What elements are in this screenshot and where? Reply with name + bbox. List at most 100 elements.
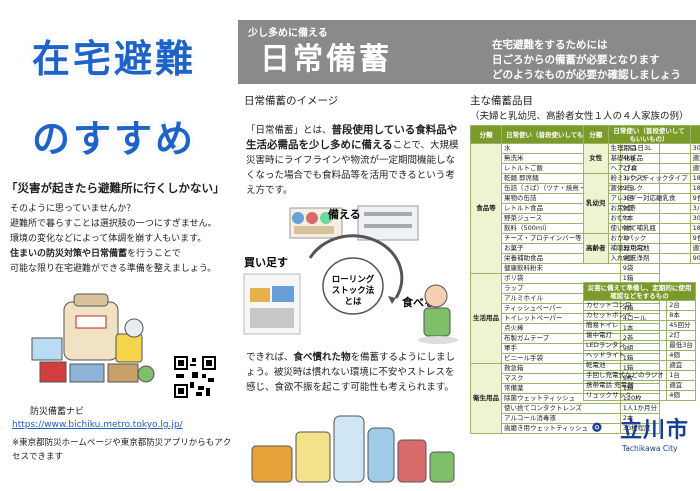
item-cell: おかゆ (607, 233, 691, 244)
item-cell: 生理用品 (607, 143, 691, 154)
table-row: 乳幼児粉ミルクスティックタイプ18食 (583, 173, 700, 234)
item-cell: カセットボンベ (582, 310, 668, 321)
definition-emphasis: 普段使用している食料品や生活必需品を少し多めに備える (246, 124, 458, 151)
table-header-cell: 分類 (470, 125, 502, 144)
item-cell: 補聴器用電池 (607, 243, 691, 254)
quote-heading: 「災害が起きたら避難所に行くしかない」 (6, 181, 225, 195)
quantity-cell: 8本 (666, 310, 696, 321)
main-title-line1: 在宅避難 (31, 37, 196, 81)
category-cell: 生活用品 (470, 273, 502, 364)
familiar-food-advice: できれば、食べ慣れた物を備蓄するようにしましょう。被災時は慣れない環境に不安やス… (246, 350, 462, 395)
quantity-cell: 45回分 (666, 320, 696, 331)
intro-line: 環境の変化などによって体調を崩す人もいます。 (10, 234, 207, 244)
definition-b: ことで、大規模災害時にライフラインや物流が一定期間機能しなくなった場合でも食料品… (246, 140, 459, 196)
item-cell: LEDランタン (582, 340, 668, 351)
header-title: 日常備蓄 (260, 42, 392, 77)
header-message-line: どのようなものが必要か確認しましょう (492, 69, 681, 81)
rolling-stock-cycle-diagram: ローリング ストック法 とは 備える 買い足す 食べる (243, 205, 458, 344)
bichiku-navi-label: 防災備蓄ナビ (30, 407, 85, 417)
intro-em-joiner: や (82, 249, 92, 259)
quantity-cell: 適宜 (689, 153, 700, 164)
header-banner: 少し多めに備える 日常備蓄 在宅避難をするためには 日ごろからの備蓄が必要となり… (238, 20, 696, 84)
quantity-cell: 9食 (689, 193, 700, 204)
quantity-cell: 30個 (689, 213, 700, 224)
item-cell: カセットコンロ (582, 300, 668, 311)
quantity-cell: 1台 (666, 370, 696, 381)
item-cell: 入れ歯洗浄剤 (607, 253, 691, 264)
quantity-cell: 30個セット (689, 143, 700, 154)
item-cell: 使い捨て哺乳瓶 (607, 223, 691, 234)
advice-a: できれば、 (246, 352, 294, 363)
main-title-line2: のすすめ (31, 117, 196, 161)
item-cell: 手回し充電式などのラジオ (582, 370, 668, 381)
category-cell: 高齢者 (583, 233, 609, 264)
table-header-cell: 分類 (583, 125, 609, 144)
table-row: 入れ歯洗浄剤90錠 (584, 253, 700, 264)
table-header-row: 災害に備えて準備し、定期的に使用確認などをするもの (583, 282, 696, 301)
quantity-cell: 適宜 (689, 243, 700, 254)
item-cell: 簡易トイレ (582, 320, 668, 331)
cycle-center-mid: ストック法 (332, 285, 375, 296)
table-row: 携帯電話 充電器適宜 (582, 380, 696, 391)
table-row: 乾電池適宜 (582, 360, 696, 371)
emergency-supplies-illustration (31, 293, 155, 383)
definition-a: 「日常備蓄」とは、 (246, 125, 332, 136)
quantity-cell: 4個 (666, 390, 696, 401)
quantity-cell: 18個 (689, 223, 700, 234)
cycle-label-stock: 備える (328, 207, 361, 221)
table-header-cell: 日常使い（普段使いしてもいいもの） (607, 125, 691, 144)
quantity-cell: 適宜 (666, 360, 696, 371)
item-cell: お尻拭き (607, 203, 691, 214)
item-cell: 粉ミルクスティックタイプ (607, 173, 691, 184)
intro-line-emphasis: 住まいの防災対策や日常備蓄を行うことで (10, 247, 228, 262)
city-name-en: Tachikawa City (622, 444, 678, 453)
item-cell: おむつ (607, 213, 691, 224)
intro-em-a: 住まいの防災対策 (10, 249, 83, 259)
item-cell: 携帯電話 充電器 (582, 380, 668, 391)
tachikawa-city-logo-icon (592, 422, 602, 432)
table-row: LEDランタン最低3台 (582, 340, 696, 351)
stockpile-definition: 「日常備蓄」とは、普段使用している食料品や生活必需品を少し多めに備えることで、大… (246, 123, 462, 198)
quantity-cell: 最低3台 (666, 340, 696, 351)
intro-line: そのように思っていませんか？ (10, 204, 136, 214)
bichiku-navi-link[interactable]: https://www.bichiku.metro.tokyo.lg.jp/ (12, 420, 183, 430)
qr-code-icon[interactable] (174, 356, 216, 398)
item-cell: リュックサック (582, 390, 668, 401)
items-title: 主な備蓄品目 (470, 95, 533, 107)
cycle-center-bot: とは (344, 297, 362, 307)
quantity-cell: 4個 (666, 350, 696, 361)
item-cell: 懐中電灯 (582, 330, 668, 341)
category-cell: 食品等 (470, 143, 502, 274)
advice-b: を備蓄するようにしましょう。被災時は慣れない環境に不安やストレスを感じ、食欲不振… (246, 352, 456, 393)
table-row: 女性生理用品30個セット (583, 143, 700, 174)
cycle-label-buy: 買い足す (244, 256, 288, 269)
stockpile-image-title: 日常備蓄のイメージ (244, 95, 339, 107)
intro-em-b: 日常備蓄 (91, 249, 128, 259)
item-cell: ヘッドライト (582, 350, 668, 361)
header-message: 在宅避難をするためには 日ごろからの備蓄が必要となります どのようなものが必要か… (492, 38, 681, 83)
left-panel: 在宅避難 のすすめ 「災害が起きたら避難所に行くしかない」 そのように思っていま… (0, 0, 232, 491)
table-row: 高齢者おかゆ9食 (583, 233, 700, 264)
item-cell: ヘアゴム (607, 163, 691, 174)
table-header-cell: 数量 (689, 125, 700, 144)
items-subtitle: （夫婦と乳幼児、高齢者女性１人の４人家族の例） (470, 111, 689, 122)
quantity-cell: 9食 (689, 233, 700, 244)
intro-line: 可能な限り在宅避難ができる準備を整えましょう。 (10, 264, 217, 274)
quantity-cell: 30枚程度 (619, 423, 661, 434)
intro-text: そのように思っていませんか？ 避難所で暮らすことは選択肢の一つにすぎません。 環… (10, 202, 228, 277)
item-cell: 使い捨てコンタクトレンズ (501, 403, 621, 414)
quantity-cell: 18食 (689, 173, 700, 184)
category-cell: 乳幼児 (583, 173, 609, 234)
item-cell: アレルギー対応離乳食 (607, 193, 691, 204)
access-note: ※東京都防災ホームページや東京都防災アプリからもアクセスできます (12, 438, 232, 462)
quantity-cell: 2灯 (666, 330, 696, 341)
